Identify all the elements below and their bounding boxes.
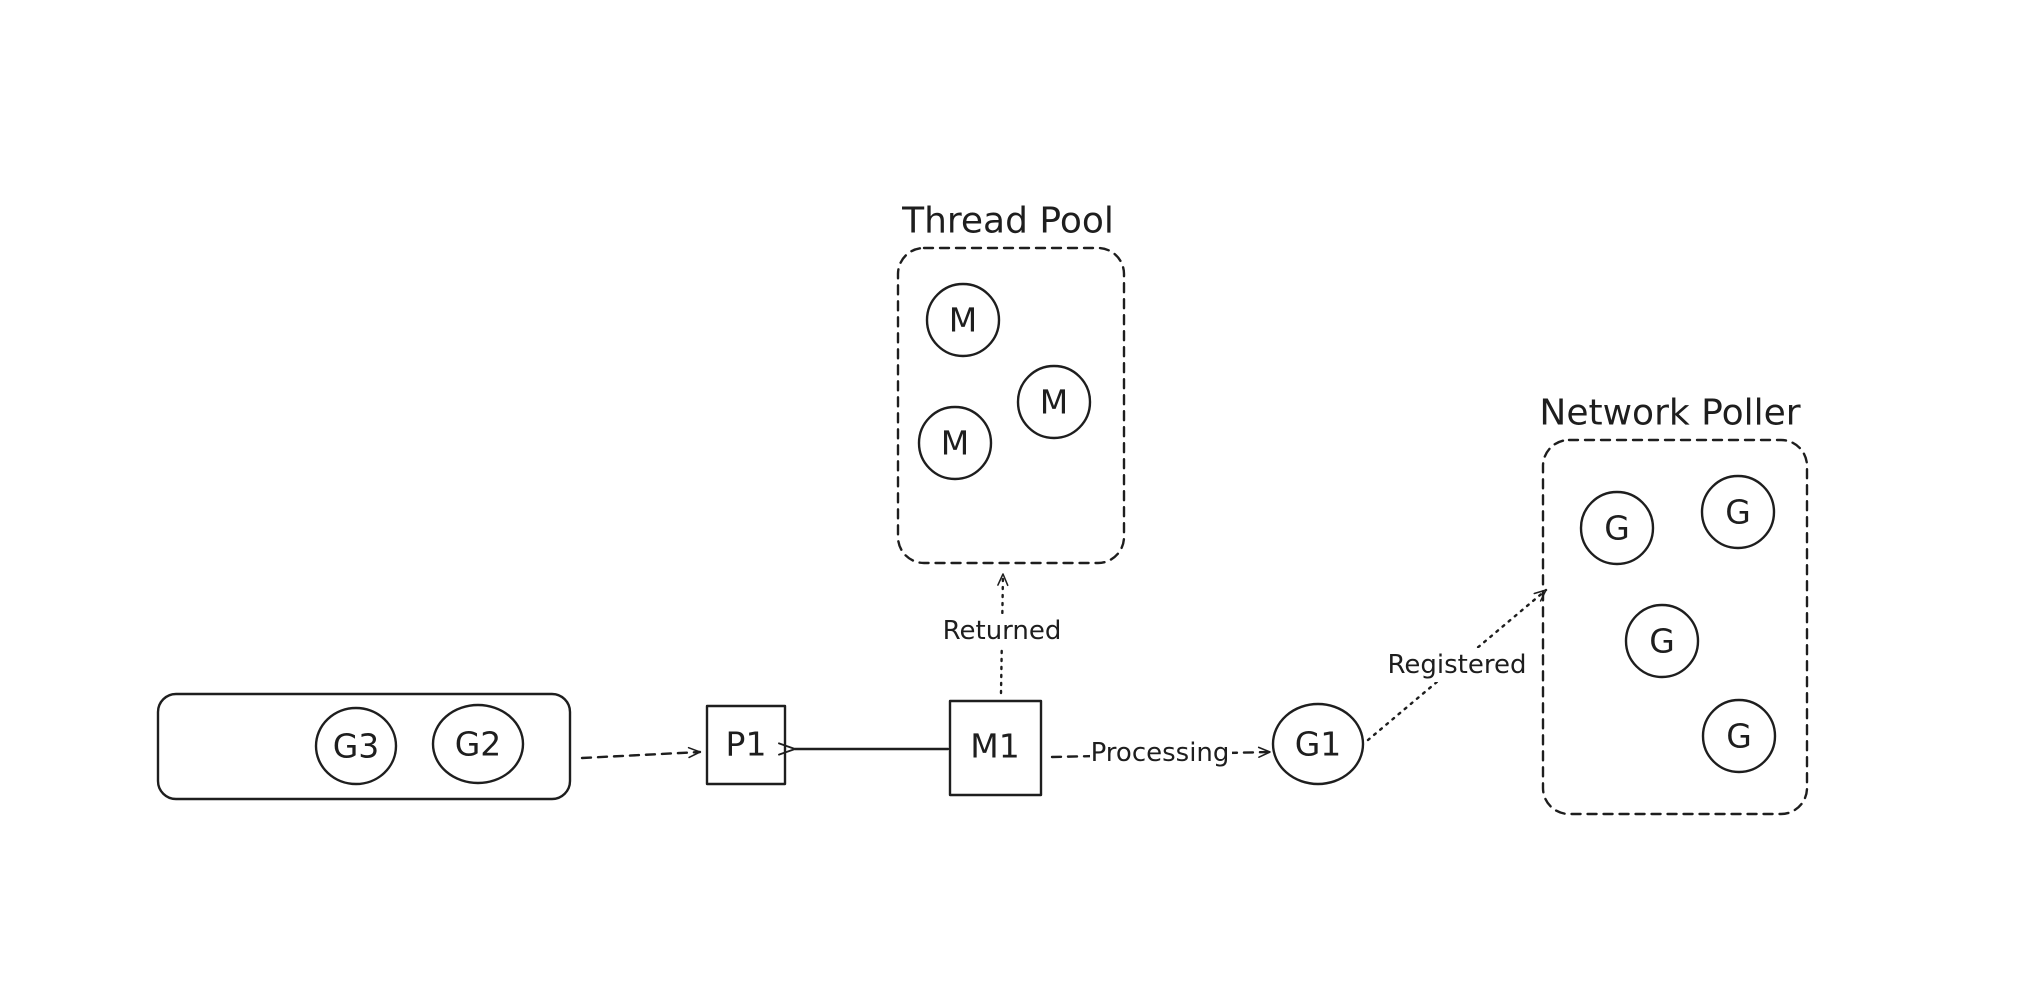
run-queue-container — [156, 692, 572, 801]
thread-label: M — [941, 424, 969, 463]
processor-node: P1 — [705, 704, 787, 786]
returned-label: Returned — [943, 616, 1062, 646]
thread-pool-thread: M — [1016, 364, 1092, 440]
goroutine-label: G — [1649, 622, 1675, 661]
goroutine-label: G — [1726, 717, 1752, 756]
processing-label: Processing — [1091, 738, 1230, 768]
thread-pool-thread: M — [917, 405, 993, 481]
queued-goroutine: G3 — [314, 706, 398, 786]
machine-box — [948, 699, 1043, 797]
queued-goroutine: G2 — [431, 703, 525, 785]
thread-pool-thread: M — [925, 282, 1001, 358]
goroutine-label: G3 — [333, 727, 380, 766]
thread-pool-group: Thread Pool M M M — [896, 201, 1126, 565]
thread-label: M — [949, 301, 977, 340]
processor-label: P1 — [726, 725, 767, 764]
registered-label: Registered — [1388, 650, 1527, 680]
network-poller-group: Network Poller G G G G — [1539, 393, 1809, 816]
returned-edge: Returned — [935, 572, 1065, 695]
poller-goroutine: G — [1624, 603, 1700, 679]
poller-goroutine: G — [1579, 490, 1655, 566]
current-goroutine-circle — [1271, 702, 1365, 786]
registered-edge: Registered — [1366, 588, 1548, 742]
run-queue: G3 G2 — [156, 692, 572, 801]
goroutine-label: G — [1604, 509, 1630, 548]
current-goroutine-node: G1 — [1271, 702, 1365, 786]
machine-label: M1 — [970, 727, 1019, 766]
poller-goroutine: G — [1701, 698, 1777, 774]
goroutine-label: G — [1725, 493, 1751, 532]
network-poller-title: Network Poller — [1539, 393, 1800, 434]
thread-pool-container — [896, 246, 1126, 565]
current-goroutine-label: G1 — [1295, 725, 1342, 764]
network-poller-container — [1541, 438, 1809, 816]
poller-goroutine: G — [1700, 474, 1776, 550]
goroutine-label: G2 — [455, 725, 502, 764]
processing-edge: Processing — [1050, 736, 1272, 770]
processing-arrow — [1050, 746, 1272, 759]
thread-label: M — [1040, 383, 1068, 422]
registered-arrow — [1366, 588, 1548, 742]
machine-node: M1 — [948, 699, 1043, 797]
queue-to-processor-arrow — [580, 746, 702, 760]
returned-arrow — [997, 572, 1009, 695]
thread-pool-title: Thread Pool — [901, 201, 1114, 242]
